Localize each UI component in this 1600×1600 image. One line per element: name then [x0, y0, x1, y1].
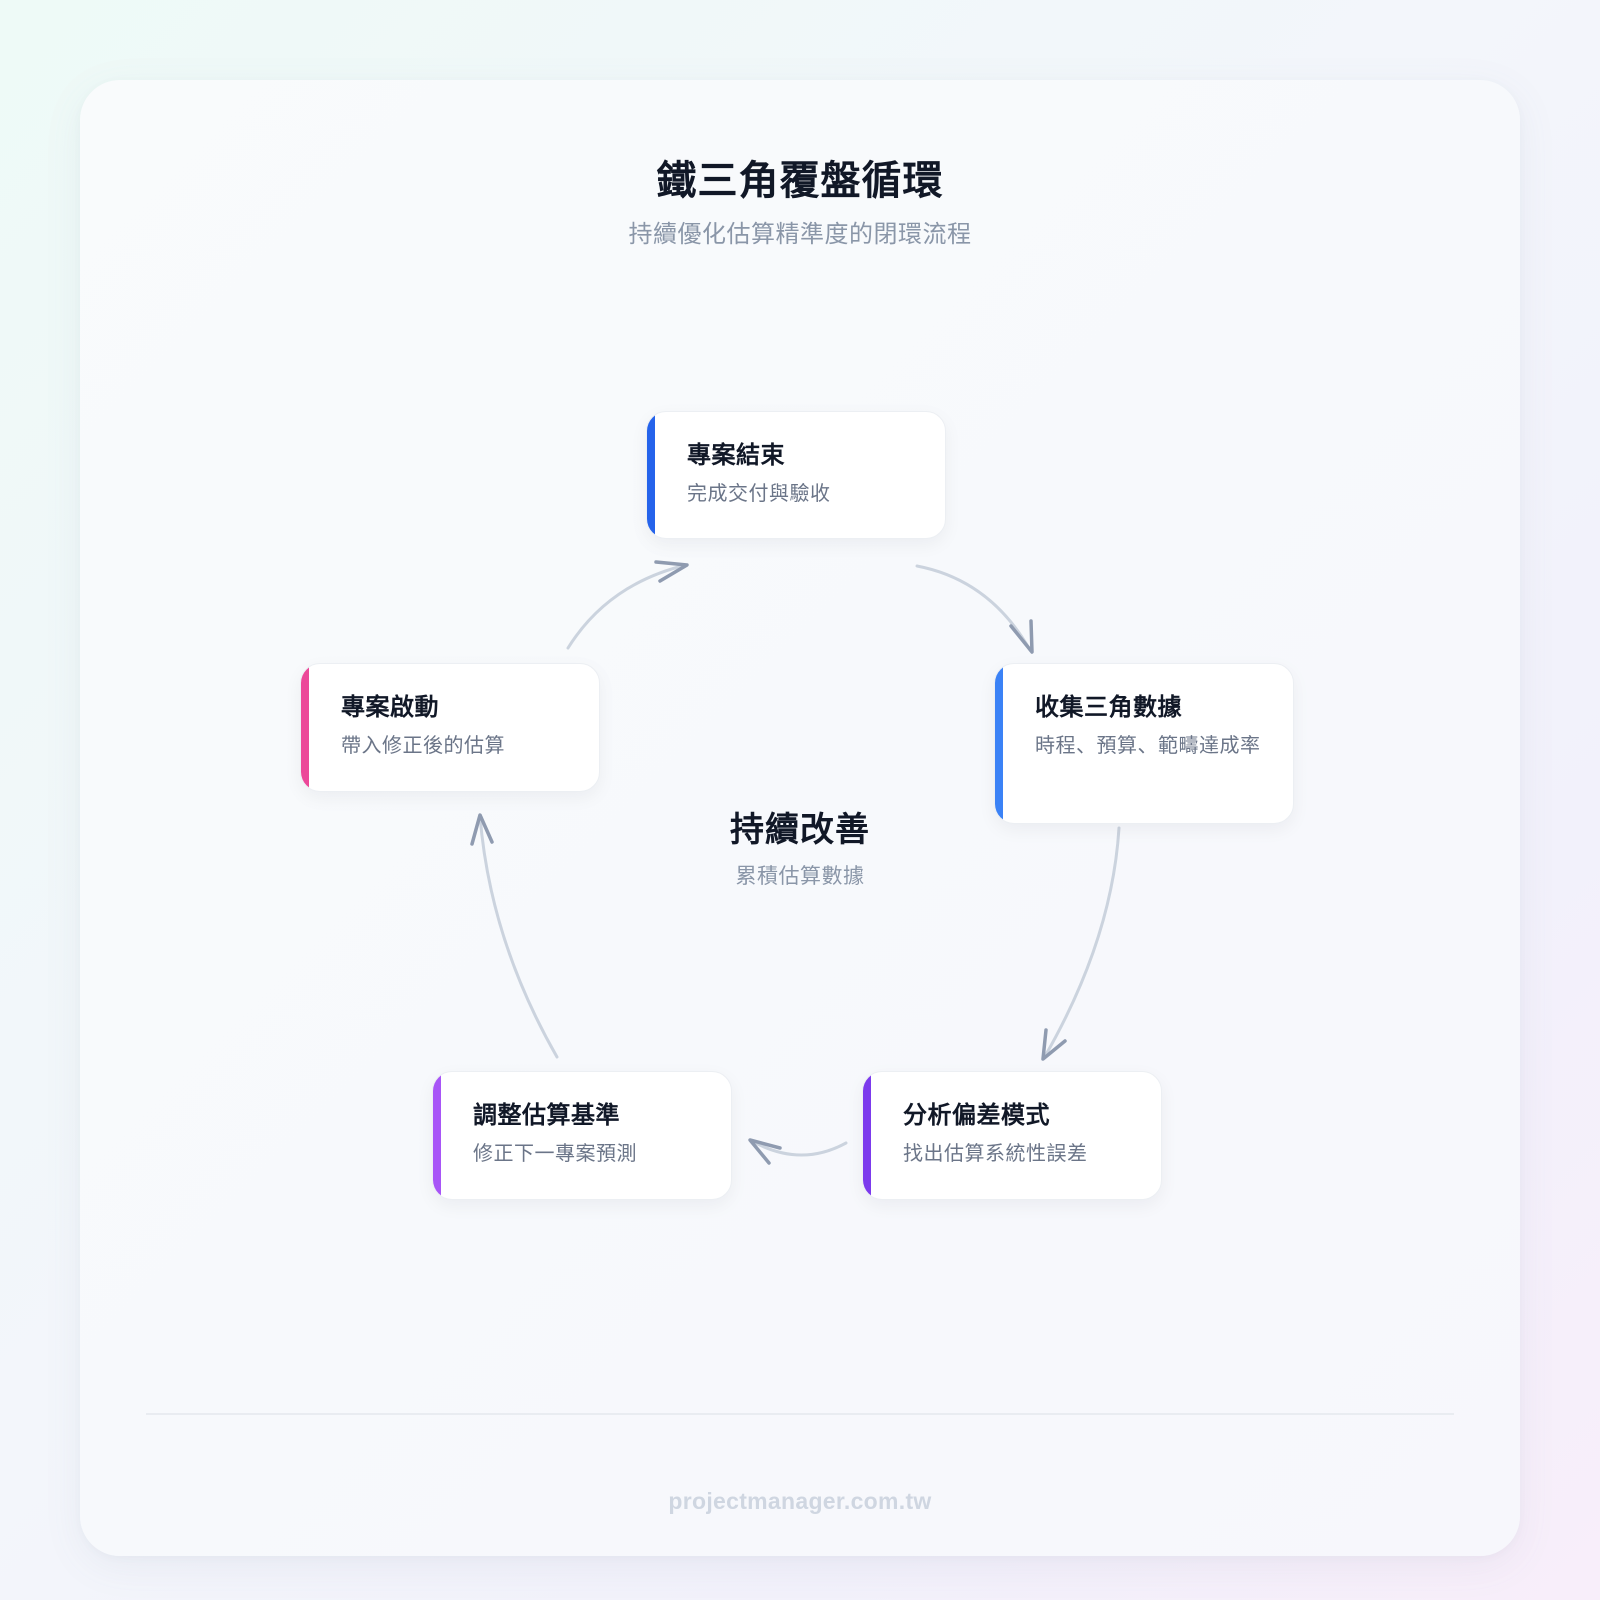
accent-bar [301, 664, 309, 791]
accent-bar [995, 664, 1003, 823]
page-title: 鐵三角覆盤循環 [656, 158, 944, 204]
footer-website: projectmanager.com.tw [668, 1488, 932, 1514]
node-description: 時程、預算、範疇達成率 [1035, 733, 1261, 757]
node-description: 修正下一專案預測 [473, 1141, 637, 1165]
center-subtitle: 累積估算數據 [735, 864, 865, 888]
node-description: 帶入修正後的估算 [341, 733, 505, 757]
node-description: 完成交付與驗收 [687, 481, 831, 505]
accent-bar [863, 1072, 871, 1199]
node-description: 找出估算系統性誤差 [903, 1141, 1088, 1165]
node-project-close: 專案結束 完成交付與驗收 [646, 411, 946, 539]
node-title: 分析偏差模式 [903, 1101, 1050, 1129]
node-title: 調整估算基準 [473, 1101, 620, 1129]
node-collect-data: 收集三角數據 時程、預算、範疇達成率 [994, 663, 1294, 824]
node-title: 專案結束 [687, 441, 785, 469]
node-adjust-baseline: 調整估算基準 修正下一專案預測 [432, 1071, 732, 1200]
node-title: 專案啟動 [341, 693, 439, 721]
center-title: 持續改善 [730, 810, 870, 850]
accent-bar [647, 412, 655, 538]
node-project-start: 專案啟動 帶入修正後的估算 [300, 663, 600, 792]
node-title: 收集三角數據 [1035, 693, 1182, 721]
node-analyze-deviation: 分析偏差模式 找出估算系統性誤差 [862, 1071, 1162, 1200]
footer-divider [146, 1413, 1454, 1415]
accent-bar [433, 1072, 441, 1199]
page-subtitle: 持續優化估算精準度的閉環流程 [628, 220, 972, 248]
